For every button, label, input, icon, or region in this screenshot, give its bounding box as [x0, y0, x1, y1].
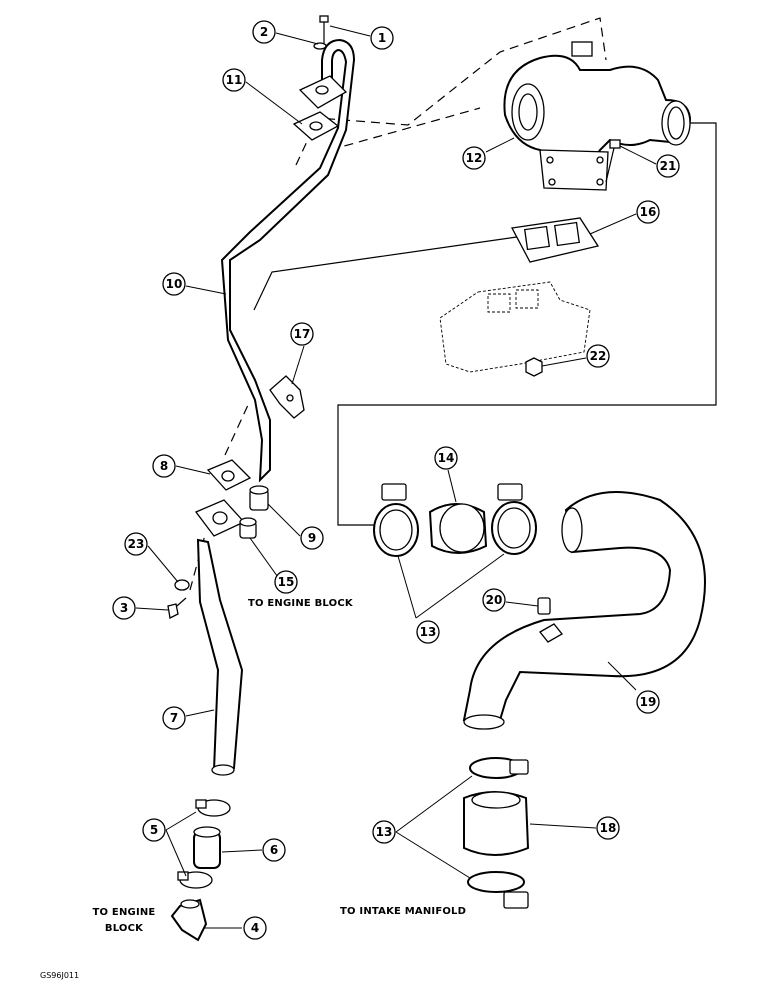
clamp-13-left	[373, 483, 419, 557]
caption-to-intake-manifold: TO INTAKE MANIFOLD	[340, 906, 466, 917]
figure-id: GS96J011	[40, 971, 79, 980]
svg-text:10: 10	[166, 277, 183, 291]
callout-16: 16	[636, 200, 660, 224]
callout-22: 22	[586, 344, 610, 368]
captions: TO ENGINE BLOCK TO ENGINE BLOCK TO INTAK…	[40, 598, 466, 980]
svg-text:6: 6	[270, 843, 278, 857]
callout-23: 23	[124, 532, 148, 556]
callout-2: 2	[252, 20, 276, 44]
callout-17: 17	[290, 322, 314, 346]
clamp-5-lower	[177, 871, 213, 889]
clip-17	[269, 375, 305, 419]
intake-elbow-19	[462, 491, 706, 730]
svg-text:1: 1	[378, 31, 386, 45]
svg-text:13: 13	[420, 625, 437, 639]
svg-text:14: 14	[438, 451, 455, 465]
washer-23	[174, 579, 190, 591]
clamp-13-lower-upper	[469, 757, 529, 779]
exhaust-manifold-phantom	[439, 281, 591, 373]
caption-to-engine-block-bottom-1: TO ENGINE	[93, 907, 156, 918]
svg-text:9: 9	[308, 531, 316, 545]
elbow-4	[170, 898, 208, 942]
caption-to-engine-block-bottom-2: BLOCK	[105, 923, 144, 934]
callout-13-lower: 13	[372, 820, 396, 844]
fitting-15	[239, 517, 257, 539]
svg-text:12: 12	[466, 151, 483, 165]
svg-text:15: 15	[278, 575, 295, 589]
bolt-21	[605, 139, 621, 183]
callout-10: 10	[162, 272, 186, 296]
callout-1: 1	[370, 26, 394, 50]
callout-9: 9	[300, 526, 324, 550]
sleeve-14	[428, 503, 488, 554]
callout-5: 5	[142, 818, 166, 842]
callout-3: 3	[112, 596, 136, 620]
svg-text:13: 13	[376, 825, 393, 839]
svg-text:20: 20	[486, 593, 503, 607]
svg-text:8: 8	[160, 459, 168, 473]
callout-12: 12	[462, 146, 486, 170]
oil-drain-tube-lower	[196, 538, 244, 776]
svg-text:5: 5	[150, 823, 158, 837]
turbocharger	[503, 41, 692, 191]
callout-13-upper: 13	[416, 620, 440, 644]
callout-14: 14	[434, 446, 458, 470]
callout-6: 6	[262, 838, 286, 862]
adapter-18	[463, 791, 530, 856]
svg-text:22: 22	[590, 349, 607, 363]
svg-text:19: 19	[640, 695, 657, 709]
gasket-16	[510, 217, 600, 263]
svg-text:17: 17	[294, 327, 311, 341]
callout-20: 20	[482, 588, 506, 612]
clamp-13-bottom	[467, 871, 529, 909]
callouts: 1 2 3 4 5 6 7 8 9 10 11 12 13 13 14 15 1…	[112, 20, 680, 940]
clamp-5-upper	[195, 799, 231, 817]
callout-7: 7	[162, 706, 186, 730]
hose-6	[193, 826, 221, 869]
svg-text:3: 3	[120, 601, 128, 615]
svg-text:11: 11	[226, 73, 243, 87]
fitting-20	[537, 597, 551, 615]
svg-text:16: 16	[640, 205, 657, 219]
callout-18: 18	[596, 816, 620, 840]
svg-text:21: 21	[660, 159, 677, 173]
fitting-9	[249, 485, 269, 511]
svg-text:18: 18	[600, 821, 617, 835]
callout-8: 8	[152, 454, 176, 478]
oil-supply-tube-upper	[220, 15, 356, 483]
flanges-8	[194, 459, 252, 537]
callout-4: 4	[243, 916, 267, 940]
svg-text:4: 4	[251, 921, 259, 935]
callout-15: 15	[274, 570, 298, 594]
callout-11: 11	[222, 68, 246, 92]
caption-to-engine-block-mid: TO ENGINE BLOCK	[248, 598, 354, 609]
svg-text:23: 23	[128, 537, 145, 551]
svg-text:2: 2	[260, 25, 268, 39]
clamp-13-right	[491, 483, 537, 555]
callout-21: 21	[656, 154, 680, 178]
callout-19: 19	[636, 690, 660, 714]
leader-lines	[135, 25, 657, 929]
bolt-3	[167, 597, 187, 619]
nut-22	[525, 357, 543, 377]
svg-text:7: 7	[170, 711, 178, 725]
